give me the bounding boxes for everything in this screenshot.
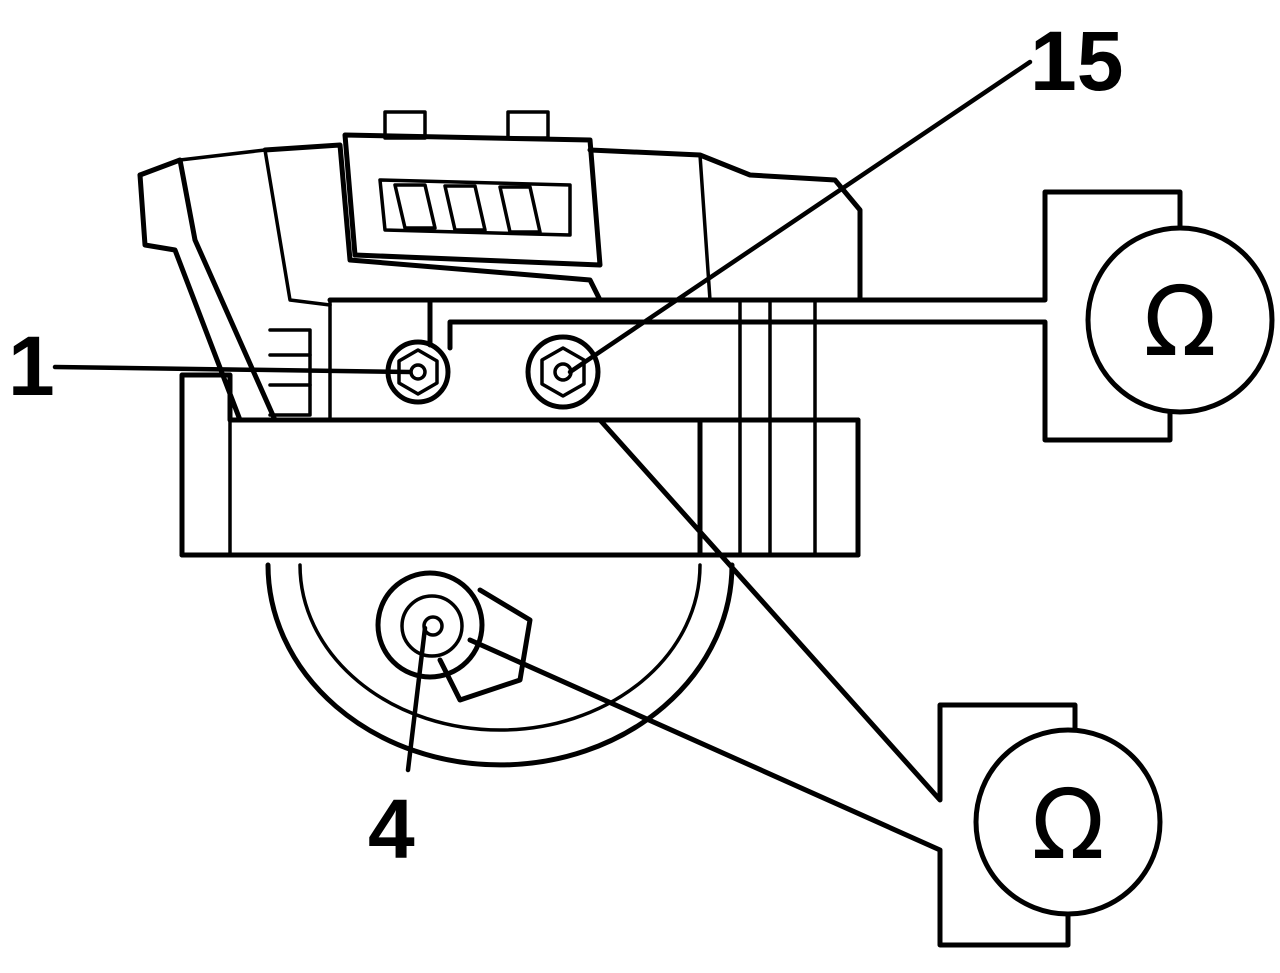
lower-ohmmeter-symbol: Ω <box>1031 769 1104 881</box>
callout-leaders <box>52 59 1033 773</box>
callout-label-4: 4 <box>368 782 415 876</box>
leader-1 <box>52 364 413 375</box>
coil-drum <box>265 562 735 768</box>
lower-ohmmeter: Ω <box>467 417 1163 948</box>
terminal-15 <box>525 334 601 410</box>
leader-4 <box>405 625 428 773</box>
callout-label-15: 15 <box>1030 14 1123 108</box>
upper-ohmmeter-symbol: Ω <box>1143 266 1216 378</box>
upper-ohmmeter: Ω <box>427 189 1275 443</box>
terminal-4 <box>375 570 533 703</box>
callout-label-1: 1 <box>8 319 55 413</box>
coil-housing <box>179 298 861 558</box>
leader-15 <box>567 59 1033 375</box>
wire-connector <box>342 110 603 268</box>
